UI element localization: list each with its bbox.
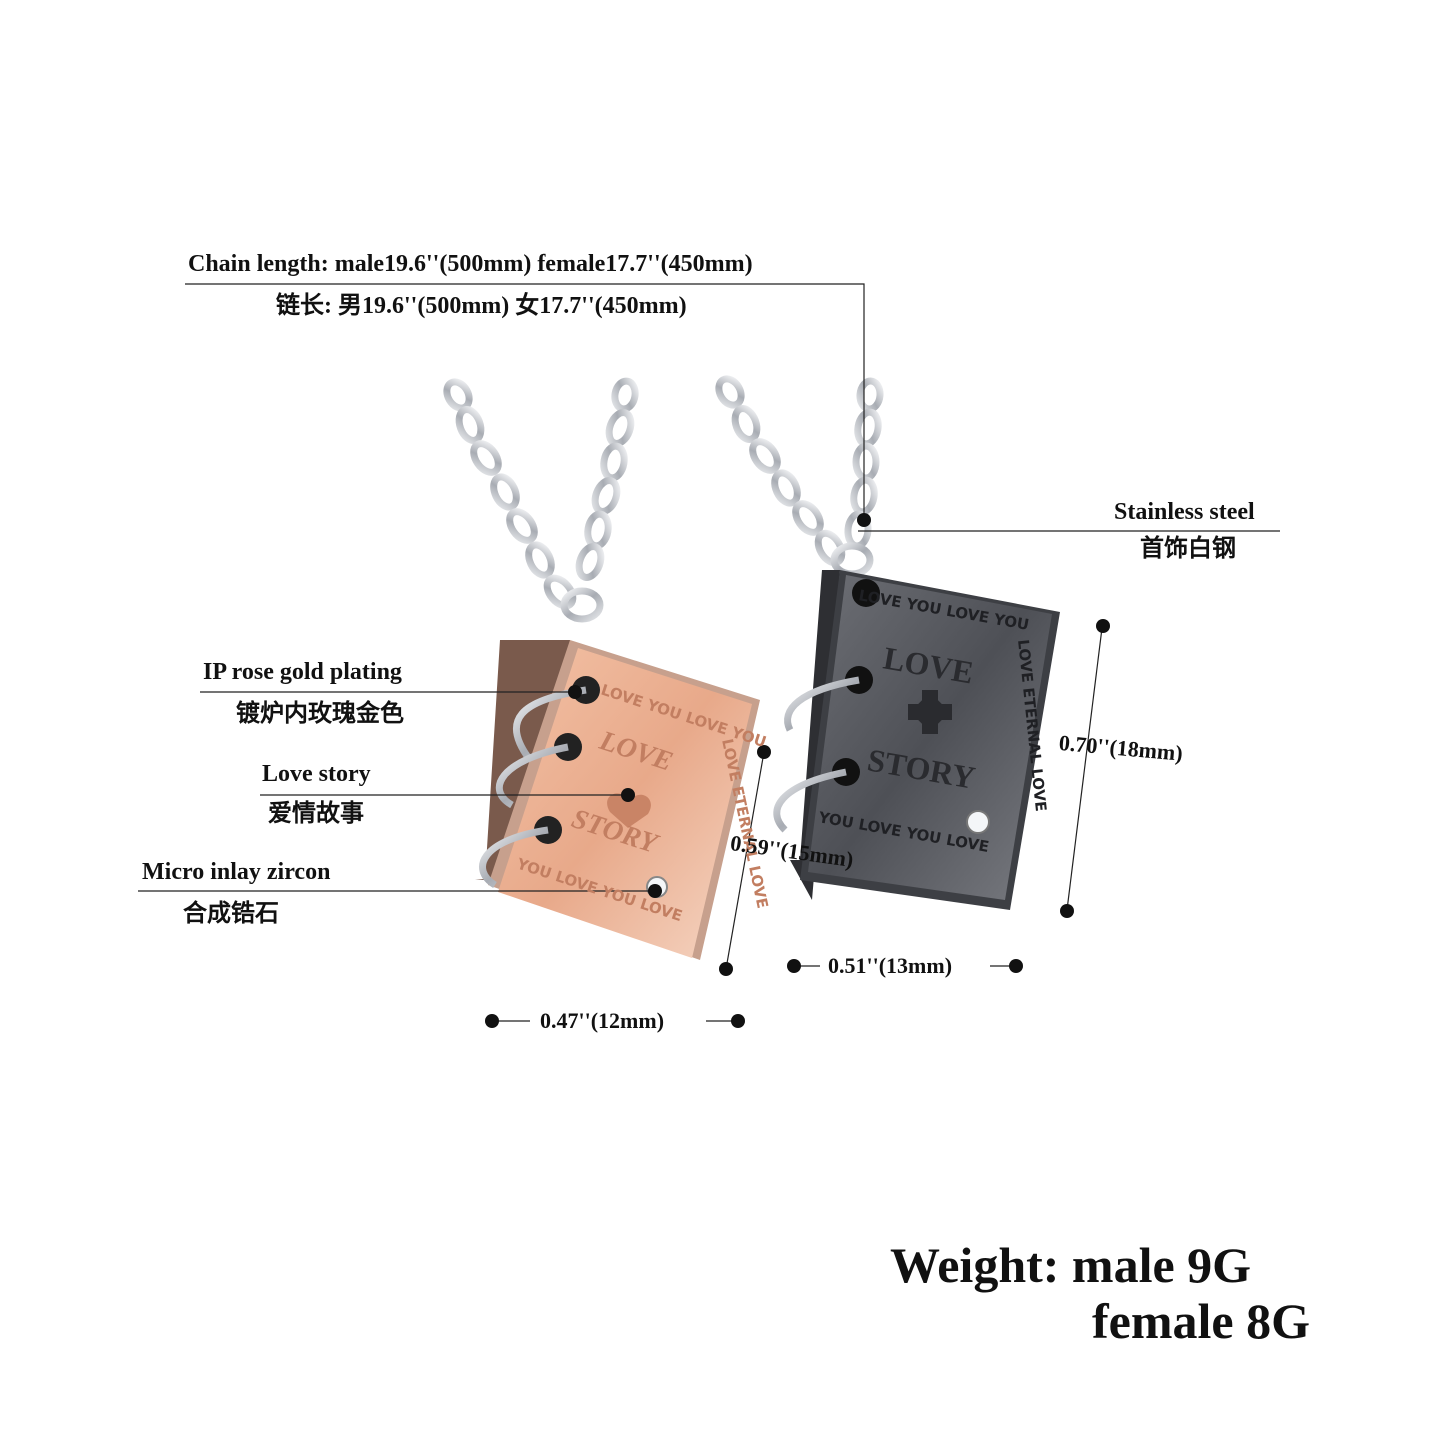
stainless-steel-label-cn: 首饰白钢 [1140,536,1236,562]
love-story-label-en: Love story [262,761,371,787]
rose-gold-label-en: IP rose gold plating [203,659,402,685]
cross-icon [908,690,952,734]
zircon-label-en: Micro inlay zircon [142,859,331,885]
male-width-dimension: 0.51''(13mm) [828,953,953,978]
zircon-stone [966,810,990,834]
love-story-label-cn: 爱情故事 [268,801,364,827]
leader-lines [138,283,1280,1022]
chain-female [443,377,639,623]
chain-male [715,375,884,578]
weight-female: female 8G [1092,1293,1310,1349]
zircon-label-cn: 合成锆石 [183,901,279,927]
leader-dots [485,513,1110,1028]
heart-icon [607,793,651,828]
rose-gold-label-cn: 镀炉内玫瑰金色 [236,701,404,727]
female-width-dimension: 0.47''(12mm) [540,1008,665,1033]
gunmetal-pendant [773,570,1060,910]
weight-male: Weight: male 9G [890,1237,1252,1293]
stainless-steel-label-en: Stainless steel [1114,499,1255,525]
chain-length-label-cn: 链长: 男19.6''(500mm) 女17.7''(450mm) [276,293,687,319]
chain-length-label-en: Chain length: male19.6''(500mm) female17… [188,251,753,277]
